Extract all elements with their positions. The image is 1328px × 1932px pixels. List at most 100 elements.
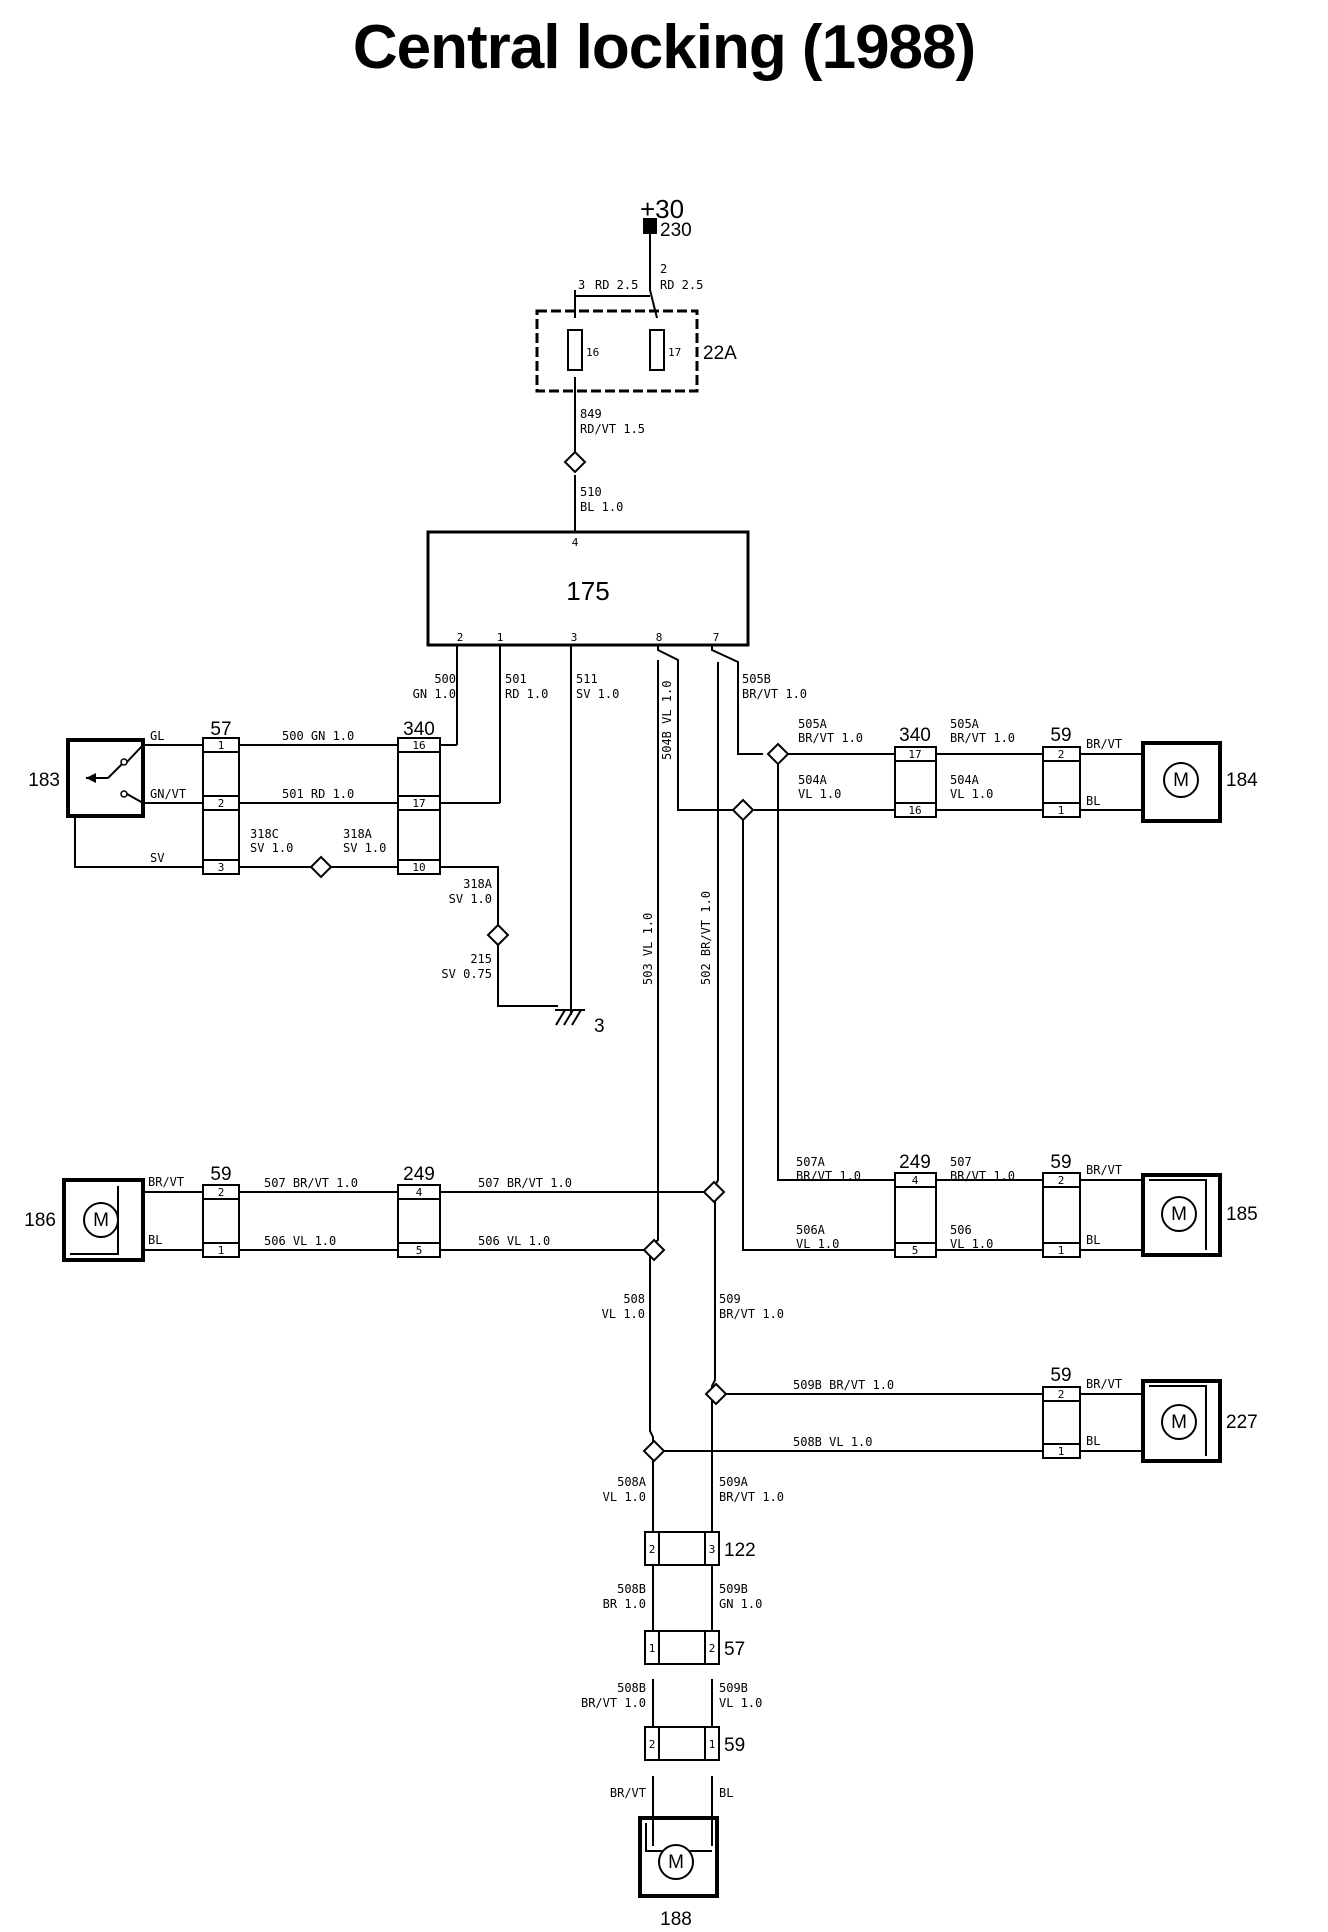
connector-59-rr xyxy=(1042,1172,1081,1258)
wire-label: BL 1.0 xyxy=(580,500,623,514)
wire-label: SV 1.0 xyxy=(449,892,492,906)
wire-label: 508B xyxy=(617,1582,646,1596)
pin-label: 2 xyxy=(1058,748,1065,761)
terminal-230 xyxy=(643,218,657,234)
splice xyxy=(731,798,755,822)
connector-59-label: 59 xyxy=(1050,725,1071,746)
connector-59-227 xyxy=(1042,1386,1081,1459)
wire-label: 509A xyxy=(719,1475,749,1489)
wire-label: 506 VL 1.0 xyxy=(478,1234,550,1248)
wire-label: BL xyxy=(148,1233,162,1247)
wire-label: BR/VT 1.0 xyxy=(742,687,807,701)
motor-186-label: 186 xyxy=(24,1210,56,1231)
wire-label: 504B VL 1.0 xyxy=(660,681,674,760)
wire-label: SV 1.0 xyxy=(250,841,293,855)
pin-label: 4 xyxy=(912,1174,919,1187)
connector-59-label: 59 xyxy=(210,1164,231,1185)
pin-label: 4 xyxy=(416,1186,423,1199)
wire-label: 508A xyxy=(617,1475,647,1489)
wire-label: BR/VT 1.0 xyxy=(950,1169,1015,1183)
splice xyxy=(642,1439,666,1463)
wire-label: 509B BR/VT 1.0 xyxy=(793,1378,894,1392)
splice xyxy=(309,855,333,879)
wire-label: BR/VT xyxy=(1086,1377,1122,1391)
pin-label: 1 xyxy=(1058,804,1065,817)
lock-switch-183 xyxy=(66,738,145,818)
wire-label: RD/VT 1.5 xyxy=(580,422,645,436)
pin-label: 16 xyxy=(412,739,425,752)
fusebox-ref: 22A xyxy=(703,343,737,364)
pin-label: 2 xyxy=(1058,1388,1065,1401)
splice xyxy=(704,1382,728,1406)
connector-340-left xyxy=(397,737,441,875)
wire-label: RD 1.0 xyxy=(505,687,548,701)
wire-label: 507 xyxy=(950,1155,972,1169)
connector-59-label: 59 xyxy=(724,1735,745,1756)
wire-label: 318A xyxy=(343,827,373,841)
connector-122 xyxy=(644,1531,720,1566)
control-module-175 xyxy=(426,530,750,647)
wire-label: BR/VT 1.0 xyxy=(796,1169,861,1183)
module-ref: 175 xyxy=(566,576,609,606)
pin-label: 10 xyxy=(412,861,425,874)
wire-label: 504A xyxy=(798,773,828,787)
motor-188 xyxy=(638,1816,719,1898)
wire-label: SV 1.0 xyxy=(343,841,386,855)
supply-label: +30 xyxy=(640,194,684,224)
connector-57 xyxy=(202,737,240,875)
motor-185 xyxy=(1141,1173,1222,1257)
wire-label: RD 2.5 xyxy=(660,278,703,292)
wire-label: 508B xyxy=(617,1681,646,1695)
wire-label: SV xyxy=(150,851,164,865)
wire-label: GL xyxy=(150,729,164,743)
wire-label: 501 RD 1.0 xyxy=(282,787,354,801)
wire-label: 500 GN 1.0 xyxy=(282,729,354,743)
wire-label: GN 1.0 xyxy=(413,687,456,701)
pin-label: 2 xyxy=(709,1642,716,1655)
connector-249-label: 249 xyxy=(899,1152,931,1173)
module-pin: 8 xyxy=(656,631,663,644)
wire-label: 506A xyxy=(796,1223,826,1237)
pin-label: 1 xyxy=(218,739,225,752)
motor-icon: M xyxy=(1171,1412,1187,1433)
connector-340-label: 340 xyxy=(899,725,931,746)
connector-59-label: 59 xyxy=(1050,1152,1071,1173)
wire-label: SV 0.75 xyxy=(441,967,492,981)
connector-57-label: 57 xyxy=(210,719,231,740)
wire-label: BL xyxy=(1086,1434,1100,1448)
wire-label: BL xyxy=(1086,794,1100,808)
connector-59-lr xyxy=(202,1184,240,1258)
connector-122-label: 122 xyxy=(724,1540,756,1561)
fusebox-22a xyxy=(535,309,699,393)
wire-label: BR/VT xyxy=(1086,737,1122,751)
pin-label: 1 xyxy=(1058,1244,1065,1257)
module-pin: 7 xyxy=(713,631,720,644)
pin-label: 2 xyxy=(649,1543,656,1556)
wire-label: VL 1.0 xyxy=(719,1696,762,1710)
connector-59-rf xyxy=(1042,746,1081,818)
motor-icon: M xyxy=(93,1210,109,1231)
module-pin: 3 xyxy=(571,631,578,644)
wire-label: VL 1.0 xyxy=(798,787,841,801)
connector-249-label: 249 xyxy=(403,1164,435,1185)
motor-188-label: 188 xyxy=(660,1909,692,1930)
wire-label: 505B xyxy=(742,672,771,686)
wire-label: 501 xyxy=(505,672,527,686)
pin-label: 5 xyxy=(416,1244,423,1257)
motor-186 xyxy=(62,1178,145,1262)
connector-340-label: 340 xyxy=(403,719,435,740)
pin-label: 2 xyxy=(218,797,225,810)
fuse-17-label: 17 xyxy=(668,346,681,359)
motor-184-label: 184 xyxy=(1226,770,1258,791)
splice xyxy=(642,1238,666,1262)
motor-185-label: 185 xyxy=(1226,1204,1258,1225)
pin-label: 1 xyxy=(649,1642,656,1655)
wire-label: 2 xyxy=(660,262,667,276)
motor-icon: M xyxy=(1171,1204,1187,1225)
page-title: Central locking (1988) xyxy=(352,13,976,82)
wire-label: 509B xyxy=(719,1681,748,1695)
wire-label: BR 1.0 xyxy=(603,1597,646,1611)
wire-label: SV 1.0 xyxy=(576,687,619,701)
wire-label: 507 BR/VT 1.0 xyxy=(264,1176,358,1190)
